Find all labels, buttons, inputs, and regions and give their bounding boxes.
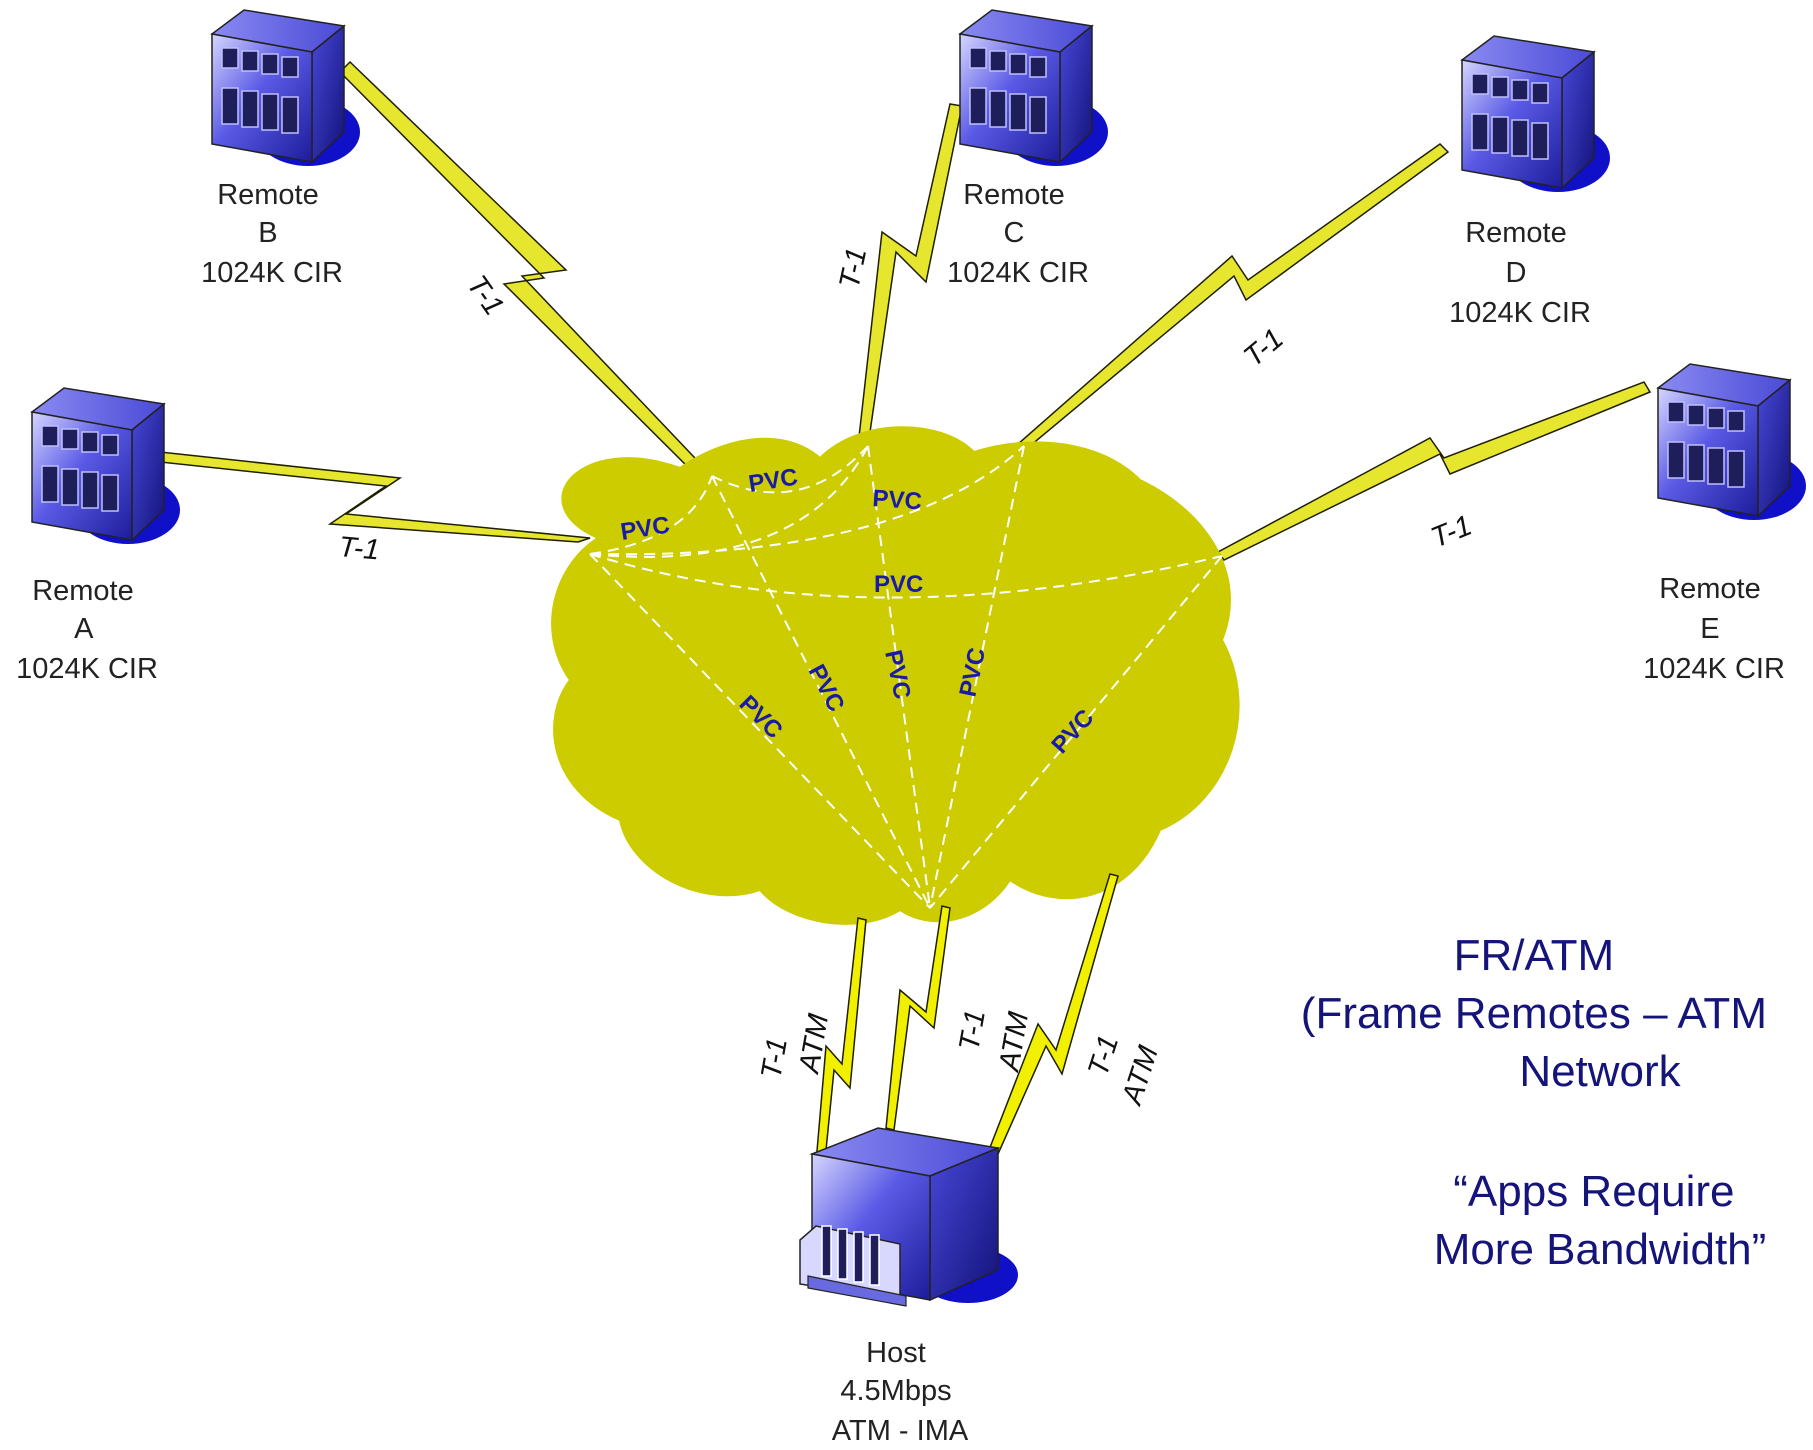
remote-c-line1: Remote [963,179,1065,211]
remote-d-line3: 1024K CIR [1449,297,1591,329]
pvc-path-e-host [929,555,1223,909]
host-link-label-3-atm: ATM [1116,1041,1166,1110]
pvc-label-4: PVC [874,571,923,598]
title-block: FR/ATM (Frame Remotes – ATM Network “App… [1301,931,1779,1274]
host-link-label-3-t1: T-1 [1082,1031,1125,1080]
pvc-path-c-host [867,445,931,909]
svg-text:Remote D 1024K CIR: Remote D 1024K CIR [1449,217,1591,329]
remote-a-line3: 1024K CIR [16,653,158,685]
remote-a-line2: A [74,613,94,645]
title-line1: FR/ATM [1454,931,1615,980]
svg-text:“Apps Require More Bandw: “Apps Require More Bandwidth” [1434,1167,1767,1274]
remote-e-line1: Remote [1659,573,1761,605]
pvc-path-a-host [589,553,931,909]
title-line3: Network [1519,1047,1681,1096]
remote-e: Remote E 1024K CIR [1643,363,1807,685]
link-label-d: T-1 [1238,323,1290,374]
host-link-label-2-t1: T-1 [953,1007,992,1053]
host-line2: 4.5Mbps [840,1375,951,1407]
link-bolt-a [159,451,591,543]
link-label-b: T-1 [460,270,510,322]
quote-line1: “Apps Require [1453,1167,1734,1216]
pvc-path-b-host [711,475,931,909]
remote-e-line3: 1024K CIR [1643,653,1785,685]
host-link-bolt-2 [885,905,951,1131]
remote-d-line1: Remote [1465,217,1567,249]
remote-a-line1: Remote [32,575,134,607]
title-line2: (Frame Remotes – ATM [1301,989,1767,1038]
remote-b-line3: 1024K CIR [201,257,343,289]
host-link-labels: T-1 ATM T-1 ATM T-1 ATM [755,1007,1165,1110]
host: Host 4.5Mbps ATM - IMA [799,1127,1018,1447]
remote-d-line2: D [1505,257,1526,289]
building-icon [1461,35,1611,193]
svg-text:Remote A 1024K CIR: Remote A 1024K CIR [16,575,158,685]
pvc-path-b-c [711,445,869,494]
link-label-c: T-1 [834,245,874,292]
pvc-path-a-b [589,475,713,555]
building-icon [1657,363,1807,521]
svg-text:Remote C 1024K CIR: Remote C 1024K CIR [947,179,1089,289]
svg-text:Remote E 1024K CIR: Remote E 1024K CIR [1643,573,1785,685]
host-line3: ATM - IMA [832,1415,969,1447]
remote-b: Remote B 1024K CIR [201,9,361,289]
host-link-label-1-t1: T-1 [755,1035,794,1081]
link-label-a: T-1 [337,531,380,566]
remote-c-line2: C [1003,217,1024,249]
frame-relay-cloud [551,426,1240,925]
remote-a: Remote A 1024K CIR [16,387,181,685]
pvc-path-a-d [589,445,1025,556]
svg-text:FR/ATM (Frame Remotes –: FR/ATM (Frame Remotes – ATM Network [1301,931,1779,1096]
remote-e-line2: E [1700,613,1719,645]
remote-d: Remote D 1024K CIR [1449,35,1611,329]
building-icon [959,9,1109,167]
pvc-path-d-host [929,445,1025,909]
quote-line2: More Bandwidth” [1434,1225,1767,1274]
link-label-e: T-1 [1427,510,1477,555]
remote-b-line1: Remote [217,179,319,211]
remote-c: Remote C 1024K CIR [947,9,1109,289]
host-line1: Host [866,1337,926,1369]
link-bolt-d [1016,143,1450,447]
pvc-paths [589,445,1223,909]
building-icon [31,387,181,545]
link-bolt-b [338,60,714,480]
pvc-path-a-c [589,445,869,558]
svg-text:Remote B 1024K CIR: Remote B 1024K CIR [201,179,343,289]
remote-b-line2: B [258,217,277,249]
remote-c-line3: 1024K CIR [947,257,1089,289]
host-building-icon [799,1127,1018,1307]
pvc-label-3: PVC [872,485,923,515]
svg-text:Host 4.5Mbps ATM -: Host 4.5Mbps ATM - IMA [832,1337,969,1447]
building-icon [211,9,361,167]
